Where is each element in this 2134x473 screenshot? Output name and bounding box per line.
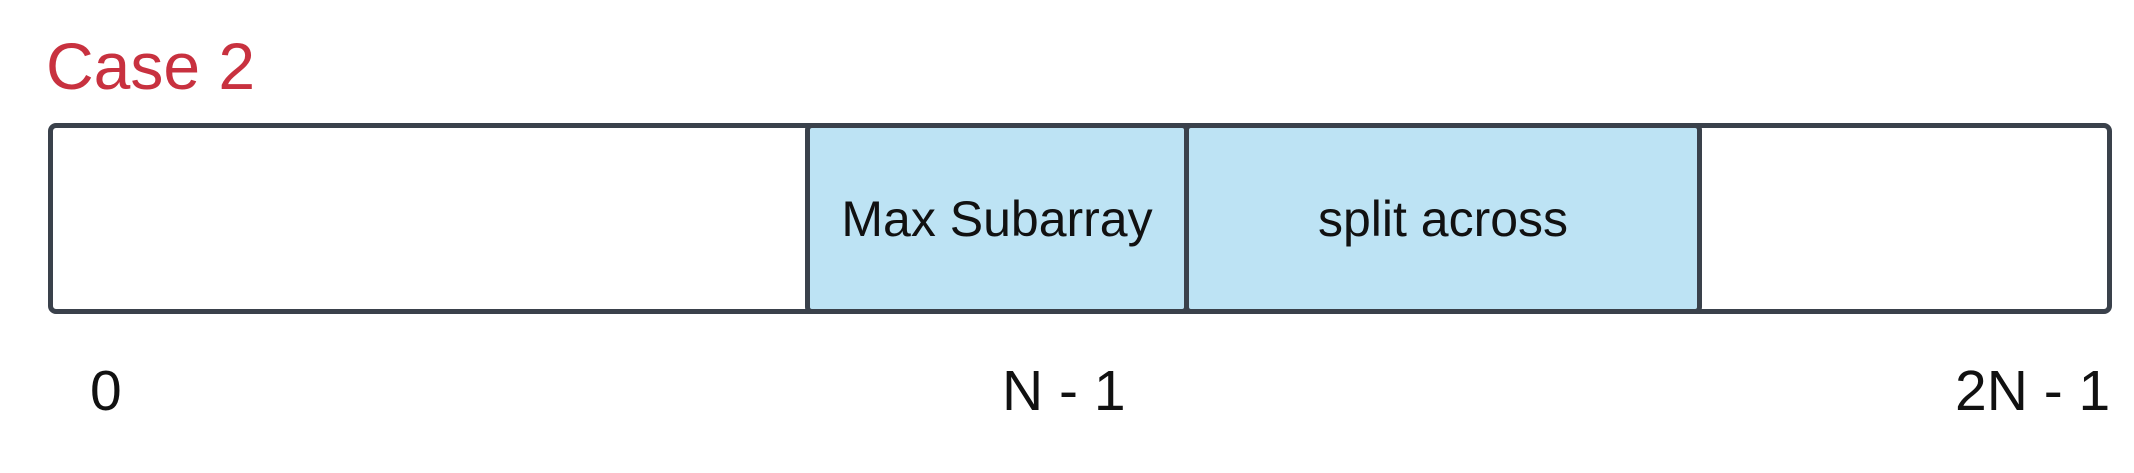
left-segment-label: Max Subarray	[841, 190, 1153, 247]
case-title: Case 2	[46, 29, 256, 103]
index-middle-label: N - 1	[1002, 359, 1126, 423]
max-subarray-right-segment: split across	[1184, 123, 1702, 314]
index-start-label: 0	[90, 359, 122, 423]
index-end-label: 2N - 1	[1955, 359, 2111, 423]
max-subarray-left-segment: Max Subarray	[805, 123, 1189, 314]
right-segment-label: split across	[1317, 190, 1569, 247]
